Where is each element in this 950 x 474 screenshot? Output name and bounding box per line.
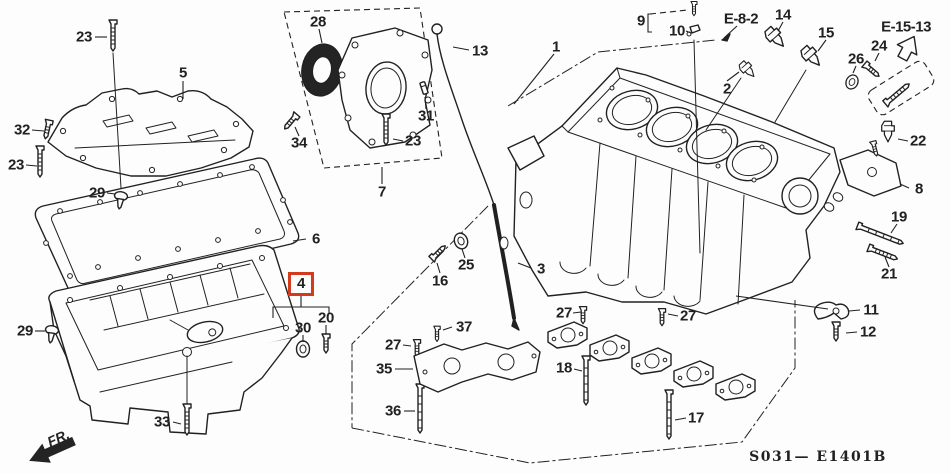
callout-13[interactable]: 13: [471, 42, 489, 60]
callout-8[interactable]: 8: [914, 180, 924, 198]
callout-29[interactable]: 29: [16, 322, 34, 340]
callout-27[interactable]: 27: [679, 307, 697, 325]
callout-23[interactable]: 23: [75, 28, 93, 46]
callout-15[interactable]: 15: [817, 24, 835, 42]
oil-pan-drawing: [48, 244, 300, 435]
callout-30[interactable]: 30: [294, 319, 312, 337]
callout-s031-e1401b: S031— E1401B: [749, 449, 887, 465]
callout-22[interactable]: 22: [909, 132, 927, 150]
callout-24[interactable]: 24: [870, 37, 888, 55]
callout-e-15-13[interactable]: E-15-13: [881, 18, 931, 36]
fr-direction-arrow: FR.: [29, 426, 76, 463]
callout-21[interactable]: 21: [880, 265, 898, 283]
callout-6[interactable]: 6: [311, 230, 321, 248]
dipstick-drawing: [431, 23, 520, 331]
callout-10[interactable]: 10: [668, 22, 686, 40]
callout-32[interactable]: 32: [13, 121, 31, 139]
callout-25[interactable]: 25: [457, 256, 475, 274]
bearing-caps-drawing: [413, 321, 756, 401]
callout-23[interactable]: 23: [404, 132, 422, 150]
callout-35[interactable]: 35: [375, 360, 393, 378]
side-bracket-drawing: [813, 139, 902, 320]
callout-20[interactable]: 20: [317, 309, 335, 327]
cylinder-block-drawing: [507, 67, 841, 315]
baffle-plate-drawing: [47, 87, 254, 177]
callout-7[interactable]: 7: [377, 183, 387, 201]
callout-3[interactable]: 3: [536, 260, 546, 278]
callout-19[interactable]: 19: [890, 208, 908, 226]
callout-9[interactable]: 9: [636, 12, 646, 30]
e-15-13-arrow-icon: [896, 35, 918, 62]
callout-34[interactable]: 34: [290, 134, 308, 152]
callout-37[interactable]: 37: [455, 318, 473, 336]
callout-2[interactable]: 2: [722, 80, 732, 98]
callout-12[interactable]: 12: [859, 323, 877, 341]
callout-28[interactable]: 28: [309, 13, 327, 31]
callout-16[interactable]: 16: [431, 272, 449, 290]
callout-4[interactable]: 4: [287, 272, 315, 296]
callout-11[interactable]: 11: [863, 301, 879, 319]
callout-27[interactable]: 27: [384, 336, 402, 354]
fasteners-and-sensors: [35, 0, 935, 440]
callout-14[interactable]: 14: [774, 6, 792, 24]
callout-33[interactable]: 33: [153, 413, 171, 431]
callout-1[interactable]: 1: [551, 38, 561, 56]
callout-5[interactable]: 5: [178, 64, 188, 82]
callout-29[interactable]: 29: [88, 184, 106, 202]
oil-seal-case-drawing: [280, 7, 443, 169]
callout-31[interactable]: 31: [417, 107, 435, 125]
callout-27[interactable]: 27: [555, 304, 573, 322]
callout-18[interactable]: 18: [555, 359, 573, 377]
callout-17[interactable]: 17: [687, 409, 705, 427]
callout-26[interactable]: 26: [847, 50, 865, 68]
oil-pan-gasket-drawing: [34, 157, 300, 295]
callout-23[interactable]: 23: [7, 156, 25, 174]
callout-36[interactable]: 36: [384, 402, 402, 420]
callout-e-8-2[interactable]: E-8-2: [723, 10, 759, 28]
